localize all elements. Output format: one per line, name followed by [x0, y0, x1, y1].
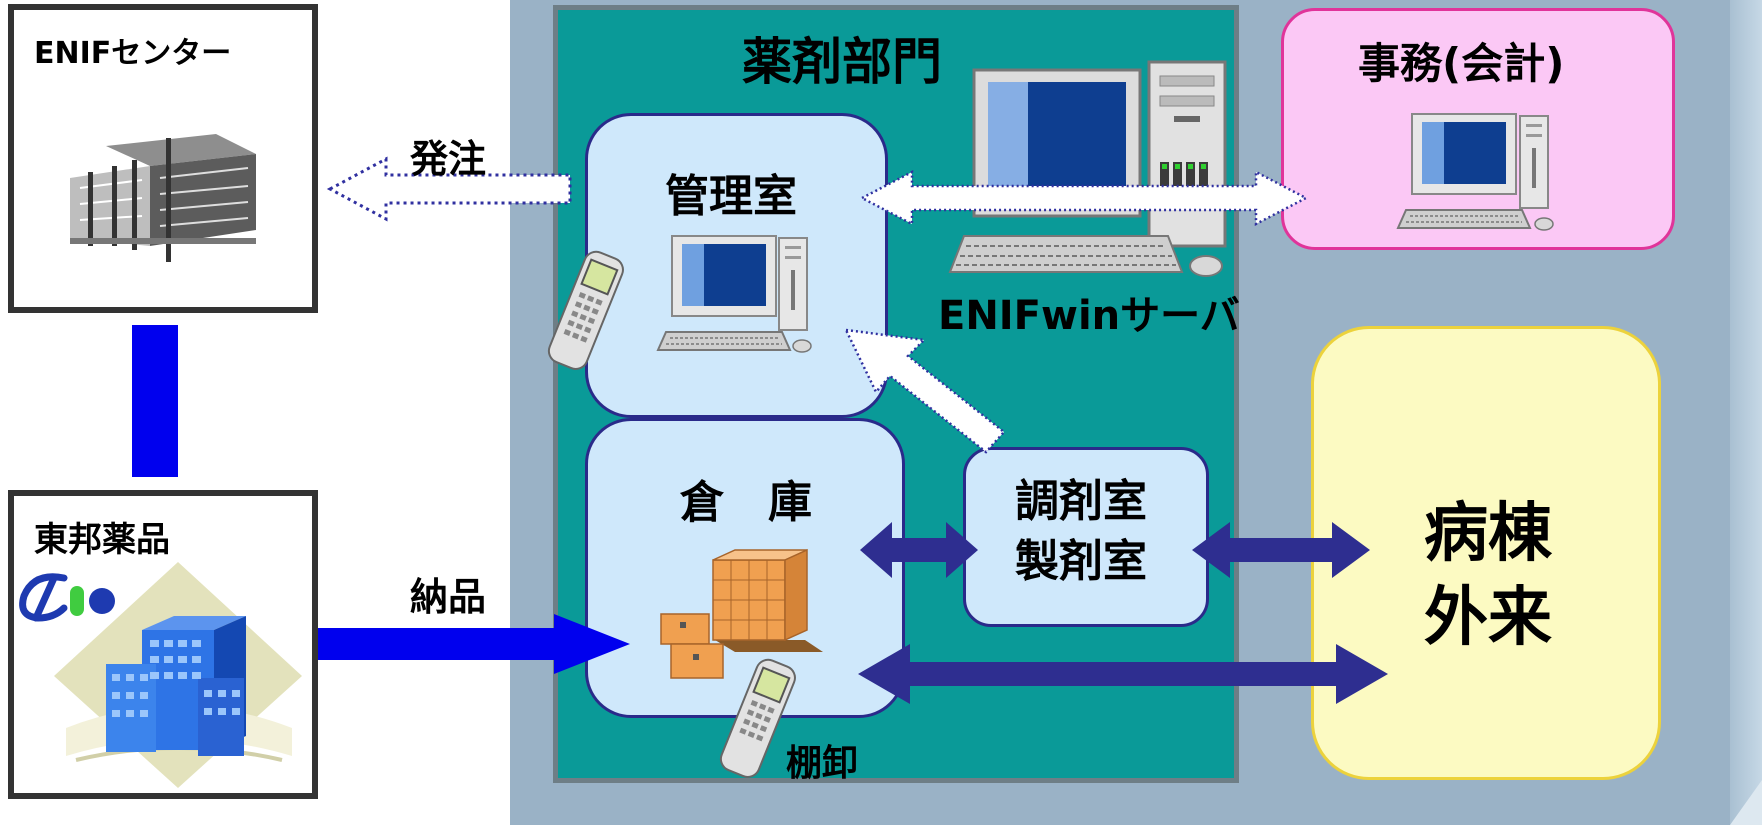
warehouse-dispensing-arrow — [860, 522, 978, 578]
handheld-scanner-icon-2 — [719, 658, 796, 778]
dispensing-room — [963, 447, 1209, 627]
warehouse-label: 倉 庫 — [680, 477, 812, 528]
accounting-title: 事務(会計) — [1358, 39, 1565, 88]
server-label: ENIFwinサーバ — [938, 293, 1240, 339]
order-label: 発注 — [410, 137, 487, 181]
enif-center-title: ENIFセンター — [34, 36, 232, 71]
connector-line — [132, 325, 178, 477]
boxes-pallet-icon — [660, 548, 823, 679]
server-link-arrow — [859, 169, 1309, 227]
ward-box — [1311, 326, 1661, 780]
pc-management-icon — [656, 235, 812, 353]
warehouse-ward-arrow — [858, 644, 1388, 704]
management-room-label: 管理室 — [665, 171, 797, 222]
company-buildings-icon — [54, 562, 302, 788]
dispensing-to-management-arrow — [843, 328, 1006, 454]
outer-panel-bevel — [1730, 0, 1762, 825]
pc-accounting-icon — [1396, 113, 1554, 231]
ward-label-2: 外来 — [1424, 581, 1552, 655]
dispensing-ward-arrow — [1192, 522, 1370, 578]
outer-panel-corner — [1730, 780, 1762, 825]
delivery-label: 納品 — [410, 575, 487, 619]
handheld-scanner-icon — [547, 250, 624, 370]
delivery-arrow — [318, 614, 630, 674]
toho-logo-icon — [19, 573, 115, 622]
dispensing-room-label-2: 製剤室 — [1015, 536, 1147, 587]
building-icon — [70, 134, 256, 262]
ward-label-1: 病棟 — [1424, 497, 1552, 571]
dispensing-room-label-1: 調剤室 — [1015, 476, 1147, 527]
toho-title: 東邦薬品 — [34, 520, 170, 560]
order-arrow — [326, 156, 572, 222]
inventory-label: 棚卸 — [786, 743, 859, 784]
pharmacy-title: 薬剤部門 — [742, 33, 942, 91]
